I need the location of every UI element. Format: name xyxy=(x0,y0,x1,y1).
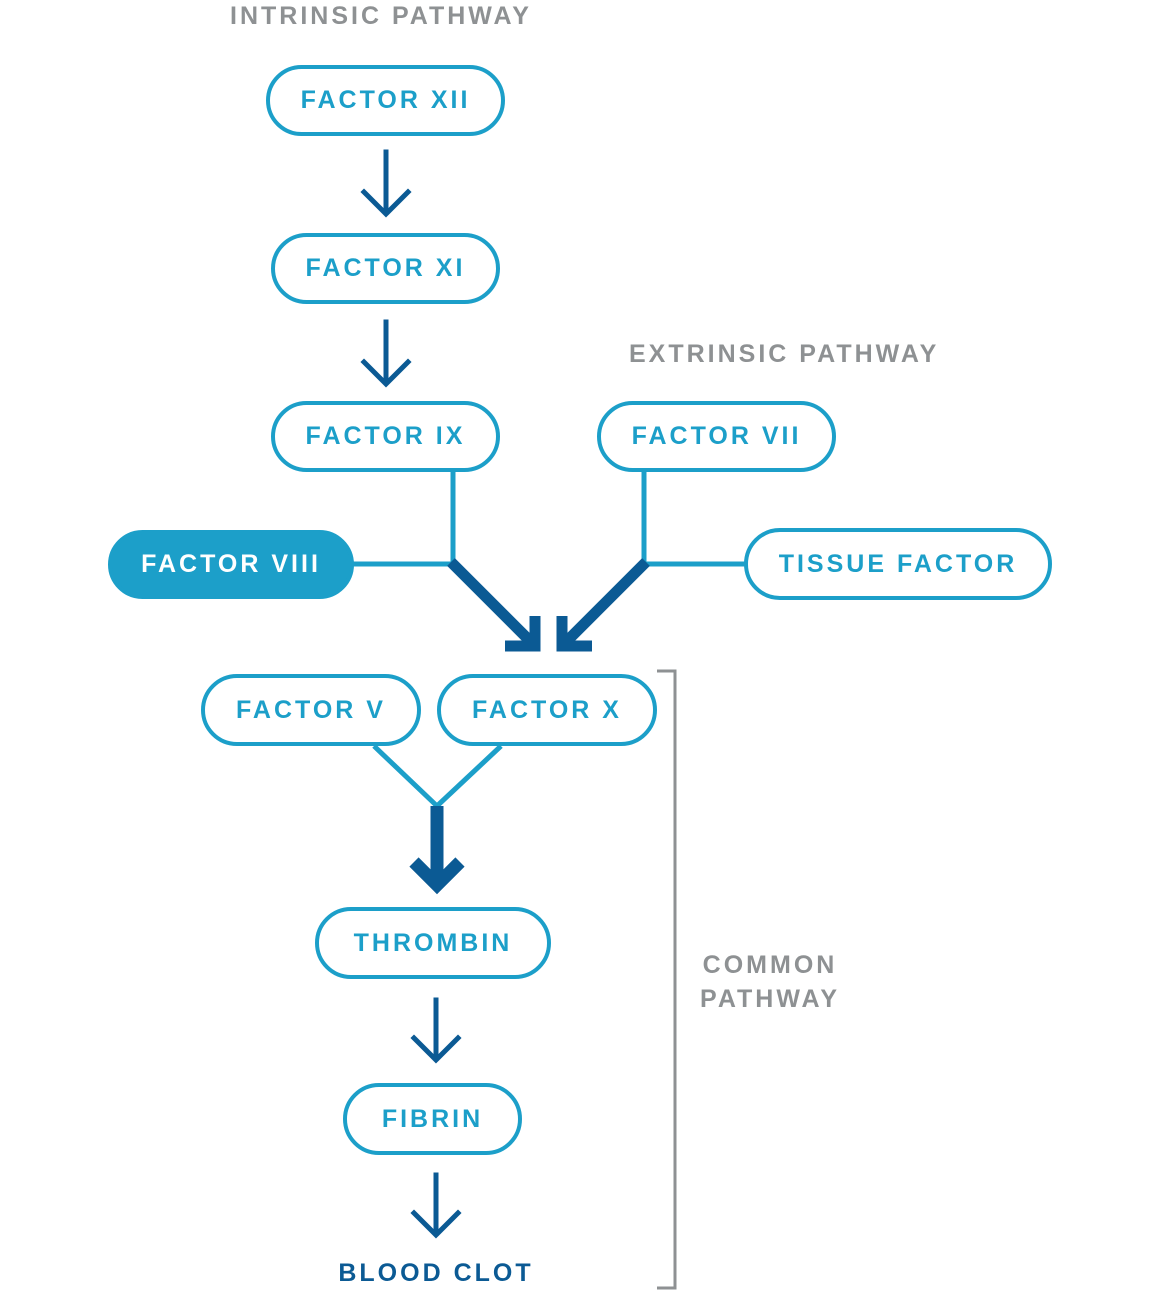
heavy-arrow-common xyxy=(409,806,465,895)
factor-x-node: FACTOR X xyxy=(437,674,657,746)
factor-v-node: FACTOR V xyxy=(201,674,421,746)
heavy-arrow-intrinsic xyxy=(447,558,541,652)
thrombin-node: THROMBIN xyxy=(315,907,551,979)
arrow-xii-to-xi xyxy=(360,149,412,218)
extrinsic-connectors xyxy=(641,472,746,567)
common-connectors xyxy=(372,744,503,808)
arrow-thrombin-to-fibrin xyxy=(410,997,462,1064)
extrinsic-pathway-label: EXTRINSIC PATHWAY xyxy=(629,340,940,368)
factor-viii-node: FACTOR VIII xyxy=(108,530,354,599)
arrow-xi-to-ix xyxy=(360,319,412,388)
heavy-arrow-extrinsic xyxy=(556,558,650,652)
common-pathway-line2: PATHWAY xyxy=(700,985,840,1013)
common-pathway-label: COMMON PATHWAY xyxy=(690,948,850,1016)
common-pathway-bracket xyxy=(657,669,677,1290)
tissue-factor-node: TISSUE FACTOR xyxy=(744,528,1052,600)
factor-vii-node: FACTOR VII xyxy=(597,401,836,472)
factor-ix-node: FACTOR IX xyxy=(271,401,500,472)
common-pathway-line1: COMMON xyxy=(702,951,838,979)
fibrin-node: FIBRIN xyxy=(343,1083,522,1155)
intrinsic-connectors xyxy=(352,472,456,567)
factor-xii-node: FACTOR XII xyxy=(266,65,505,136)
intrinsic-pathway-label: INTRINSIC PATHWAY xyxy=(230,2,532,30)
blood-clot-label: BLOOD CLOT xyxy=(338,1259,534,1287)
factor-xi-node: FACTOR XI xyxy=(271,233,500,304)
arrow-fibrin-to-clot xyxy=(410,1172,462,1239)
